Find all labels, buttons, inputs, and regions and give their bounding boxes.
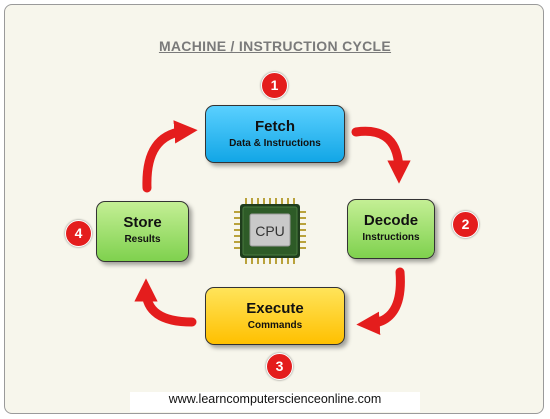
store-subtitle: Results [124,234,161,245]
store-title: Store [123,214,162,231]
fetch-box: Fetch Data & Instructions [205,105,345,163]
arrow-execute-to-store [134,278,197,327]
execute-box: Execute Commands [205,287,345,345]
arrow-fetch-to-decode [351,126,411,184]
execute-title: Execute [246,300,304,317]
footer-url: www.learncomputerscienceonline.com [130,392,420,412]
store-box: Store Results [96,201,189,262]
fetch-subtitle: Data & Instructions [229,138,321,149]
cpu-label: CPU [255,223,285,239]
arrow-decode-to-execute [356,267,405,336]
step-2-badge: 2 [452,211,479,238]
arrow-store-to-fetch [142,120,198,193]
step-3-badge: 3 [266,353,293,380]
fetch-title: Fetch [254,118,295,135]
decode-box: Decode Instructions [347,199,435,259]
step-1-badge: 1 [261,72,288,99]
step-4-badge: 4 [65,220,92,247]
cpu-chip-icon [234,198,306,264]
execute-subtitle: Commands [247,320,303,331]
decode-title: Decode [363,212,419,229]
decode-subtitle: Instructions [362,232,420,243]
diagram-title: MACHINE / INSTRUCTION CYCLE [158,38,392,54]
